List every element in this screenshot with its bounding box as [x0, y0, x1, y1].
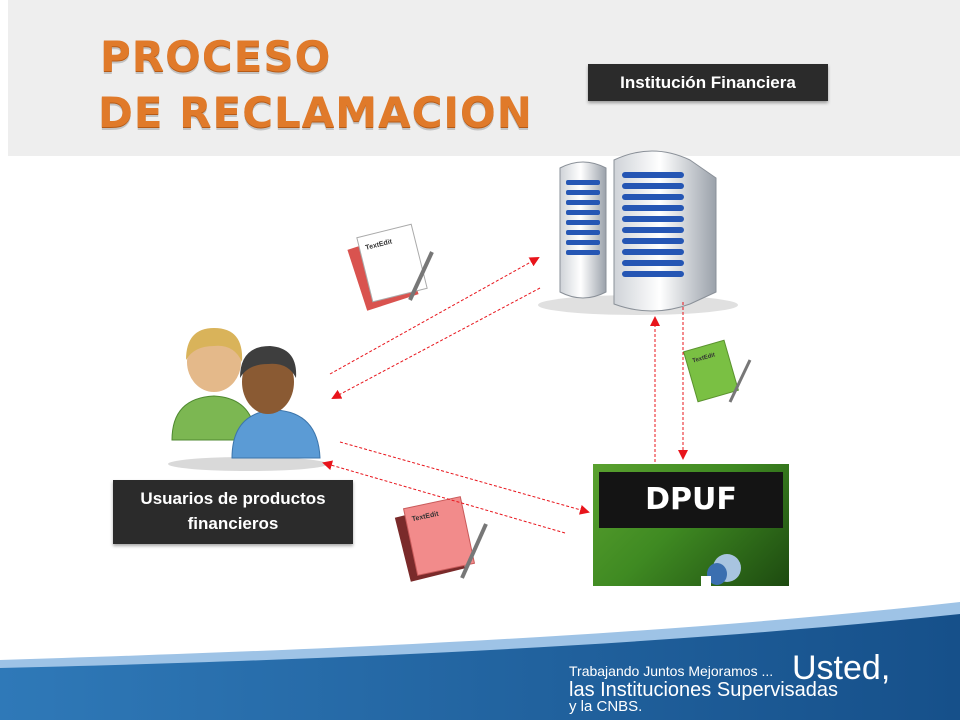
dpuf-title: DPUF [599, 472, 783, 528]
arrows [322, 257, 688, 534]
footer-line-3: y la CNBS. [569, 698, 643, 715]
arrow-dpuf-to-users [322, 460, 566, 534]
footer-slogan-big: Usted, [792, 649, 891, 687]
users-label-line-1: Usuarios de productos [140, 489, 326, 508]
title-line-1: PROCESO [100, 32, 332, 81]
users-icon [168, 328, 328, 471]
users-label: Usuarios de productos financieros [113, 480, 353, 544]
document-icon-red-top: TextEdit [347, 223, 434, 311]
title-line-2: DE RECLAMACION [98, 88, 533, 137]
footer-slogan-small: Trabajando Juntos Mejoramos ... [569, 663, 774, 679]
server-icon [538, 150, 738, 315]
arrow-users-to-dpuf [339, 441, 590, 515]
footer-wave [0, 602, 960, 720]
dpuf-panel: DPUF [593, 464, 789, 586]
arrow-institution-to-users [331, 287, 541, 399]
document-icon-red-bottom: TextEdit [394, 496, 488, 582]
footer-line-2: las Instituciones Supervisadas [569, 679, 839, 701]
institution-label: Institución Financiera [588, 64, 828, 101]
person-icon [701, 554, 741, 586]
document-icon-green: TextEdit [683, 339, 752, 403]
users-label-line-2: financieros [187, 514, 279, 533]
